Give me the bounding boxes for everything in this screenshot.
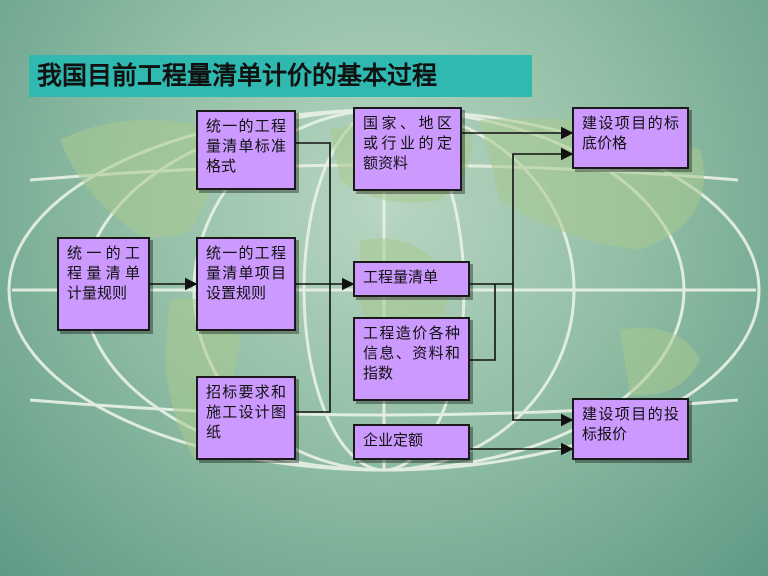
box-unified-format: 统一的工程量清单标准格式: [196, 110, 296, 190]
box-cost-info: 工程造价各种信息、资料和指数: [353, 317, 470, 401]
box-tender-requirements: 招标要求和施工设计图纸: [196, 376, 296, 460]
box-unified-rules: 统一的工程量清单计量规则: [57, 237, 150, 331]
box-quota-data: 国家、地区或行业的定额资料: [353, 107, 462, 191]
page-title: 我国目前工程量清单计价的基本过程: [29, 55, 532, 97]
box-unified-item-setting: 统一的工程量清单项目设置规则: [196, 237, 296, 331]
box-bid-price: 建设项目的投标报价: [572, 398, 689, 460]
box-bill-of-quantities: 工程量清单: [353, 261, 470, 297]
box-base-price: 建设项目的标底价格: [572, 107, 689, 169]
box-enterprise-quota: 企业定额: [353, 424, 470, 460]
